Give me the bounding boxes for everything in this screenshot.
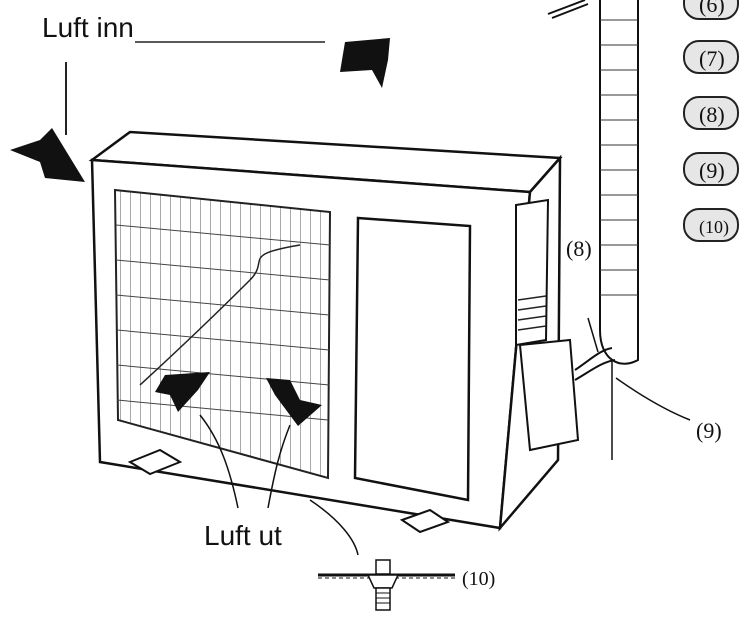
air-in-arrow-top <box>340 38 390 88</box>
callout-8-label: (8) <box>566 236 592 262</box>
drain-pointer-line <box>310 500 358 555</box>
callout-9-pointer <box>616 378 690 420</box>
parts-list-item-6: (6) <box>683 0 739 20</box>
drain-plug <box>318 560 455 610</box>
piping <box>575 0 638 460</box>
outdoor-unit <box>92 132 578 532</box>
air-out-label: Luft ut <box>204 520 282 552</box>
callout-10-label: (10) <box>462 568 495 591</box>
parts-list-item-7: (7) <box>683 40 739 74</box>
parts-list-item-8: (8) <box>683 96 739 130</box>
screw-icon <box>548 0 588 18</box>
air-in-arrow-left <box>10 128 85 182</box>
parts-list-item-10: (10) <box>683 208 739 242</box>
callout-9-label: (9) <box>696 418 722 444</box>
air-in-label: Luft inn <box>42 12 134 44</box>
parts-list-item-9: (9) <box>683 152 739 186</box>
